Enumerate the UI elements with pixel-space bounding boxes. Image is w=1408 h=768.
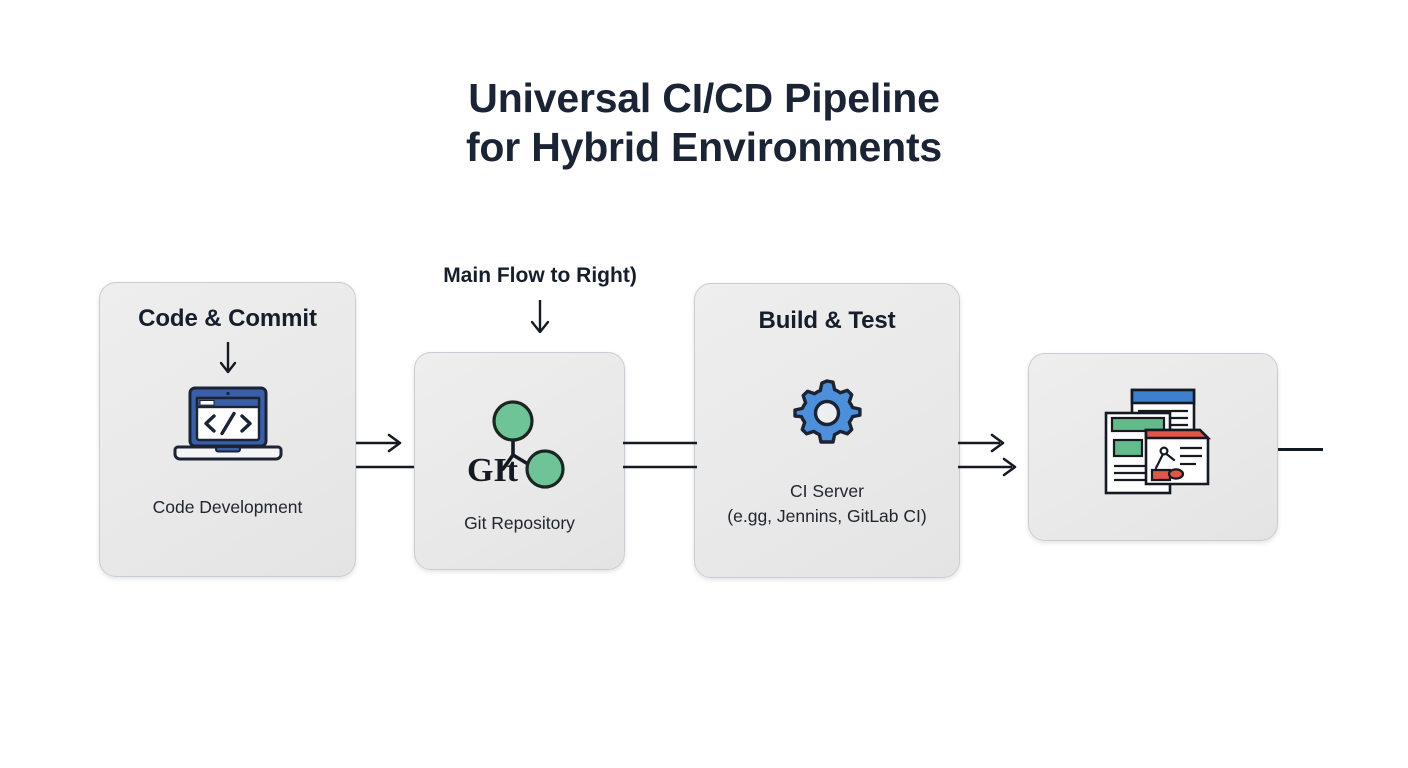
- down-arrow-icon: [400, 298, 680, 338]
- connector-git-to-build: [623, 425, 697, 480]
- down-arrow-icon: [216, 339, 240, 379]
- laptop-code-icon: [172, 385, 284, 469]
- stage-card-build-test[interactable]: Build & Test CI Server (e.gg, Jennins, G…: [694, 283, 960, 578]
- title-line-2: for Hybrid Environments: [465, 124, 943, 170]
- stage-card-git-repository[interactable]: GIt Git Repository: [414, 352, 625, 570]
- flow-direction-note: Main Flow to Right): [443, 264, 637, 287]
- svg-text:GIt: GIt: [467, 452, 519, 489]
- ci-server-examples: (e.gg, Jennins, GitLab CI): [727, 506, 927, 526]
- connector-code-to-git: [356, 425, 416, 480]
- stage-caption-code-commit: Code Development: [152, 497, 303, 517]
- stage-card-code-commit[interactable]: Code & Commit: [99, 282, 356, 577]
- title-line-1: Universal CI/CD Pipeline: [468, 75, 940, 121]
- stage-title-build-test: Build & Test: [758, 307, 896, 334]
- connector-build-to-artifacts: [958, 415, 1032, 490]
- stage-title-code-commit: Code & Commit: [138, 305, 317, 332]
- stage-card-artifacts[interactable]: [1028, 353, 1278, 541]
- documents-stack-icon: [1094, 386, 1212, 498]
- ci-server-label: CI Server: [790, 481, 864, 501]
- gear-icon: [791, 377, 863, 449]
- git-branch-icon: GIt: [455, 397, 585, 489]
- connector-artifacts-outgoing: [1278, 448, 1323, 451]
- stage-caption-git-repository: Git Repository: [464, 513, 575, 533]
- diagram-title: Universal CI/CD Pipeline for Hybrid Envi…: [0, 74, 1408, 172]
- stage-caption-build-test: CI Server (e.gg, Jennins, GitLab CI): [727, 479, 926, 529]
